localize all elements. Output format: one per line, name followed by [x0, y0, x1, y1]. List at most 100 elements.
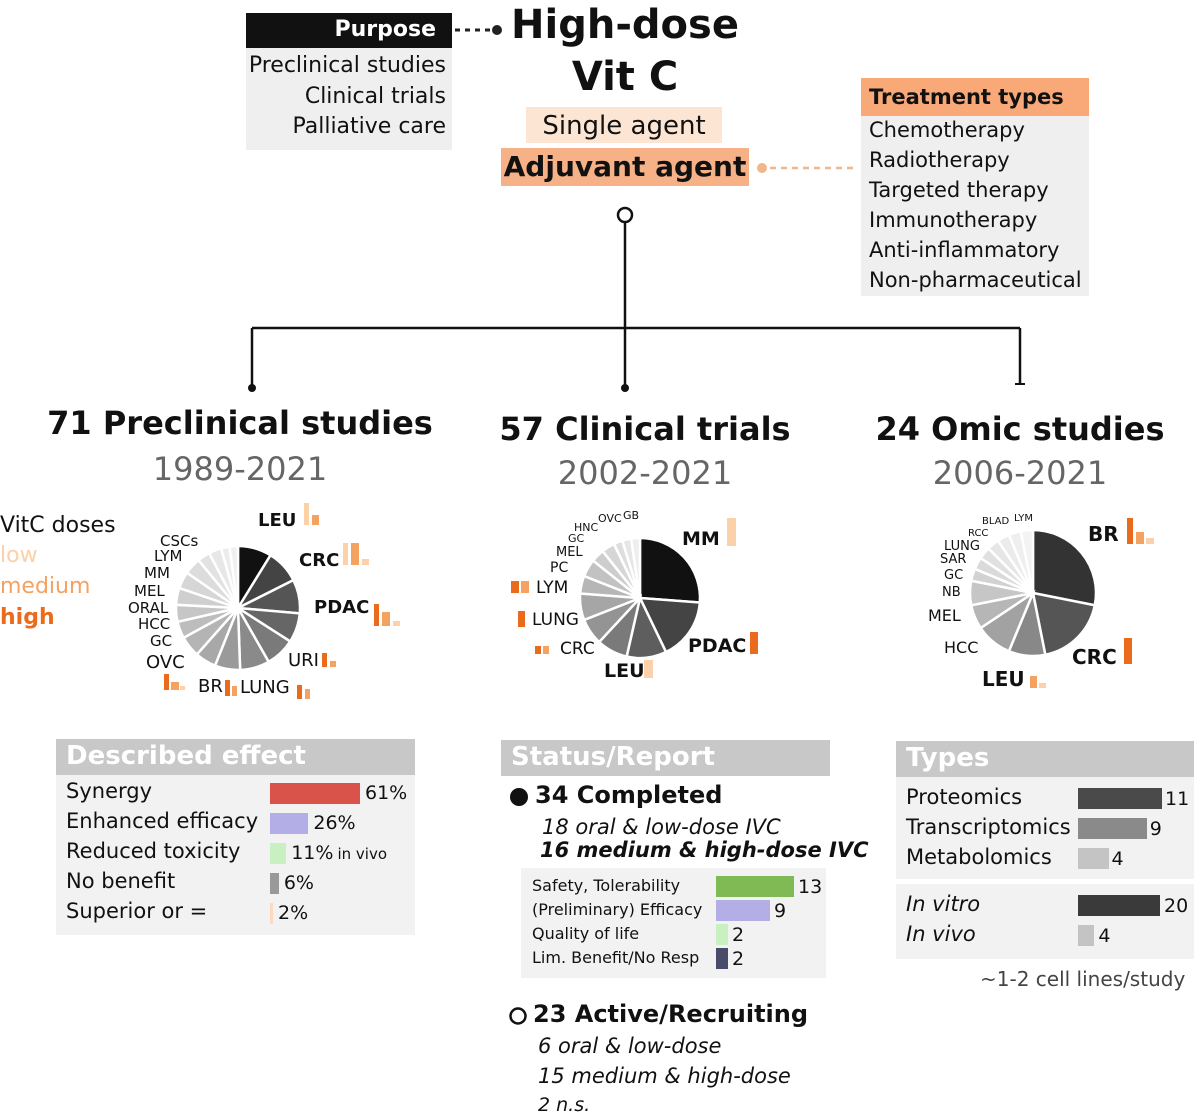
- types-divider: [896, 879, 1194, 884]
- pie-label: LEU: [982, 667, 1025, 691]
- effect-value: 2%: [278, 902, 309, 924]
- status-report-header-wrap: Status/Report: [501, 740, 830, 776]
- effect-bar: [270, 783, 360, 804]
- report-value: 9: [774, 900, 787, 922]
- pie-label: MM: [144, 564, 170, 582]
- pie-label: SAR: [940, 552, 967, 567]
- preclinical-pie-chart: [164, 503, 400, 699]
- purpose-item: Clinical trials: [304, 84, 446, 109]
- completed-line-1: 18 oral & low-dose IVC: [542, 815, 781, 839]
- pie-label: LYM: [1014, 513, 1033, 524]
- pie-label: URI: [288, 650, 319, 671]
- types-bar: [1078, 788, 1162, 809]
- pie-label: LYM: [154, 547, 183, 565]
- effect-label: Superior or =: [66, 899, 208, 923]
- pie-label: PC: [550, 560, 569, 576]
- pie-label: GB: [623, 509, 640, 522]
- purpose-item: Palliative care: [292, 114, 446, 139]
- types-label: Proteomics: [906, 785, 1023, 809]
- types-value: 11: [1165, 788, 1190, 810]
- active-line-2: 15 medium & high-dose: [538, 1064, 791, 1088]
- pie-label: MEL: [556, 545, 583, 560]
- pie-label: LYM: [536, 578, 569, 598]
- pie-label: PDAC: [314, 597, 370, 618]
- pie-label: PDAC: [688, 635, 747, 657]
- treatment-type-item: Non-pharmaceutical: [869, 268, 1082, 292]
- effect-label: Synergy: [66, 779, 153, 803]
- title-line-2: Vit C: [571, 54, 679, 100]
- pie-label: OVC: [146, 652, 185, 673]
- pie-slice: [1019, 528, 1035, 594]
- effect-value: 61%: [365, 782, 408, 804]
- pie-label: BR: [198, 676, 223, 697]
- described-effect-header: Described effect: [56, 739, 415, 775]
- preclinical-pie: [174, 544, 302, 672]
- treatment-types-box: Treatment types Chemotherapy Radiotherap…: [861, 78, 1089, 296]
- report-value: 2: [732, 924, 745, 946]
- connector-lines: [248, 25, 1025, 392]
- treatment-type-item: Targeted therapy: [869, 178, 1049, 202]
- pie-label: BLAD: [982, 516, 1010, 527]
- types-label: Transcriptomics: [906, 815, 1071, 839]
- report-label: Lim. Benefit/No Resp: [532, 948, 700, 967]
- pie-label: CSCs: [160, 532, 199, 550]
- model-bar: [1078, 925, 1095, 946]
- report-bar: [716, 900, 770, 921]
- types-value: 9: [1149, 818, 1162, 840]
- pie-slice: [1031, 591, 1097, 657]
- pie-label: MEL: [928, 606, 961, 625]
- purpose-item: Preclinical studies: [248, 53, 446, 78]
- treatment-type-item: Chemotherapy: [869, 118, 1025, 142]
- model-value: 4: [1098, 925, 1111, 947]
- dose-legend-high: high: [0, 605, 55, 630]
- omic-title: 24 Omic studies: [875, 410, 1165, 448]
- pie-slice: [637, 596, 702, 654]
- pie-label: CRC: [1072, 645, 1117, 669]
- dose-legend-title: VitC doses: [0, 513, 116, 538]
- clinical-pie-chart: [511, 518, 758, 678]
- pie-label: LEU: [604, 660, 645, 682]
- treatment-type-item: Radiotherapy: [869, 148, 1010, 172]
- pie-label: MM: [682, 528, 720, 550]
- adjuvant-agent-box: Adjuvant agent: [501, 148, 749, 186]
- pie-label: HCC: [944, 638, 979, 657]
- types-bar: [1078, 818, 1147, 839]
- report-value: 13: [798, 876, 823, 898]
- pie-label: GC: [944, 568, 964, 583]
- treatment-type-item: Anti-inflammatory: [869, 238, 1060, 262]
- report-bar: [716, 924, 728, 945]
- preclinical-title: 71 Preclinical studies: [47, 404, 433, 442]
- pie-label: ORAL: [128, 599, 169, 617]
- completed-dot-icon: [510, 788, 528, 806]
- purpose-box: Purpose Preclinical studies Clinical tri…: [246, 13, 452, 150]
- report-bar: [716, 876, 794, 897]
- omic-years: 2006-2021: [932, 454, 1108, 492]
- active-line-3: 2 n.s.: [538, 1094, 591, 1116]
- pie-label: LUNG: [944, 539, 980, 554]
- model-label: In vivo: [906, 922, 976, 946]
- effect-value: 6%: [283, 872, 314, 894]
- status-report-header: Status/Report: [501, 740, 830, 776]
- pie-label: RCC: [968, 528, 989, 539]
- effect-value: 11%in vivo: [291, 842, 387, 864]
- clinical-years: 2002-2021: [557, 454, 733, 492]
- pie-label: MEL: [134, 582, 165, 600]
- report-label: (Preliminary) Efficacy: [532, 900, 703, 919]
- omic-pie: [968, 528, 1098, 658]
- report-value: 2: [732, 948, 745, 970]
- effect-label: Enhanced efficacy: [66, 809, 259, 833]
- described-effect-panel: Described effect Synergy 61% Enhanced effi…: [56, 739, 415, 935]
- pie-label: GC: [150, 632, 173, 650]
- effect-value: 26%: [313, 812, 356, 834]
- types-header: Types: [896, 741, 1194, 777]
- title-line-1: High-dose: [511, 2, 739, 48]
- types-value: 4: [1111, 848, 1124, 870]
- dose-legend-medium: medium: [0, 574, 91, 599]
- pie-label: LUNG: [240, 677, 290, 698]
- pie-slice: [629, 536, 642, 599]
- model-bar: [1078, 895, 1160, 916]
- clinical-pie: [578, 536, 702, 660]
- single-agent-box: Single agent: [526, 107, 722, 143]
